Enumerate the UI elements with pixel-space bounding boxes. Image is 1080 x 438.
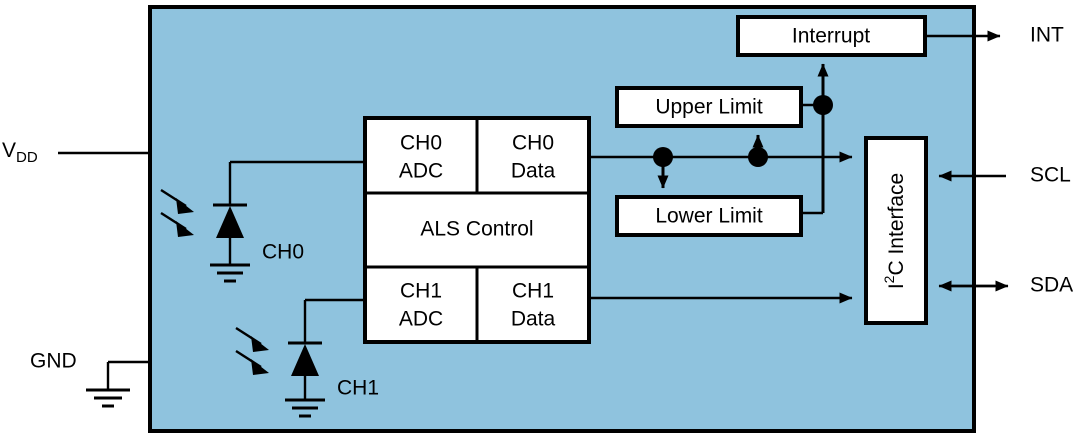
junction-lower-limit-tap xyxy=(653,147,673,189)
block-interrupt-box xyxy=(736,15,927,57)
block-lower-limit: Lower Limit xyxy=(615,195,803,237)
ground-symbol-ch1 xyxy=(285,398,325,418)
cell-als-control: ALS Control xyxy=(420,218,533,241)
ground-symbol-ch0 xyxy=(210,263,250,283)
cell-ch1-adc-line1: CH1 xyxy=(400,280,442,303)
pin-int-label: INT xyxy=(1030,24,1064,47)
junction-upper-limit-tap xyxy=(748,134,768,167)
photodiode-ch0-label: CH0 xyxy=(262,241,304,264)
wire-scl-in: SCL xyxy=(938,164,1071,187)
cell-ch0-data-line1: CH0 xyxy=(512,132,554,155)
cell-ch0-data-line2: Data xyxy=(511,160,556,183)
photodiode-ch0: CH0 xyxy=(160,160,365,283)
cell-ch1-adc-line2: ADC xyxy=(399,308,443,331)
cell-ch1-data-line2: Data xyxy=(511,308,556,331)
block-lower-limit-box xyxy=(615,195,803,237)
block-interrupt: Interrupt xyxy=(736,15,927,57)
wire-sda-bidir: SDA xyxy=(938,274,1073,297)
cell-als-control-label: ALS Control xyxy=(420,218,533,241)
cell-ch0-adc-line2: ADC xyxy=(399,160,443,183)
block-i2c-interface: I2C Interface xyxy=(864,136,928,325)
cell-ch1-data: CH1 Data xyxy=(511,280,556,331)
block-i2c-interface-box xyxy=(864,136,928,325)
cell-ch1-adc: CH1 ADC xyxy=(399,280,443,331)
wire-int-out: INT xyxy=(925,24,1064,47)
cell-ch0-adc-line1: CH0 xyxy=(400,132,442,155)
ground-symbol-gnd xyxy=(86,388,130,408)
photodiode-ch1-label: CH1 xyxy=(337,377,379,400)
cell-ch0-data: CH0 Data xyxy=(511,132,556,183)
photodiode-ch1: CH1 xyxy=(235,298,379,418)
light-arrows-ch1 xyxy=(235,326,269,375)
block-lower-limit-label: Lower Limit xyxy=(655,205,763,228)
pin-vdd: VDD xyxy=(2,139,150,166)
block-upper-limit-label: Upper Limit xyxy=(655,96,763,119)
wire-limits-to-interrupt xyxy=(801,63,833,215)
cell-ch1-data-line1: CH1 xyxy=(512,280,554,303)
block-upper-limit: Upper Limit xyxy=(615,86,803,128)
pin-sda-label: SDA xyxy=(1030,274,1073,297)
pin-scl-label: SCL xyxy=(1030,164,1071,187)
block-upper-limit-box xyxy=(615,86,803,128)
light-arrows-ch0 xyxy=(160,188,194,237)
pin-gnd-label: GND xyxy=(30,350,77,373)
block-i2c-interface-label: I2C Interface xyxy=(881,173,908,289)
block-interrupt-label: Interrupt xyxy=(792,25,870,48)
pin-vdd-label: VDD xyxy=(2,139,38,166)
pin-vdd-letter: V xyxy=(2,139,16,162)
pin-gnd: GND xyxy=(30,350,150,408)
core-block-group: CH0 ADC CH0 Data ALS Control CH1 ADC CH1… xyxy=(363,116,591,344)
pin-vdd-subscript: DD xyxy=(16,149,38,166)
cell-ch0-adc: CH0 ADC xyxy=(399,132,443,183)
